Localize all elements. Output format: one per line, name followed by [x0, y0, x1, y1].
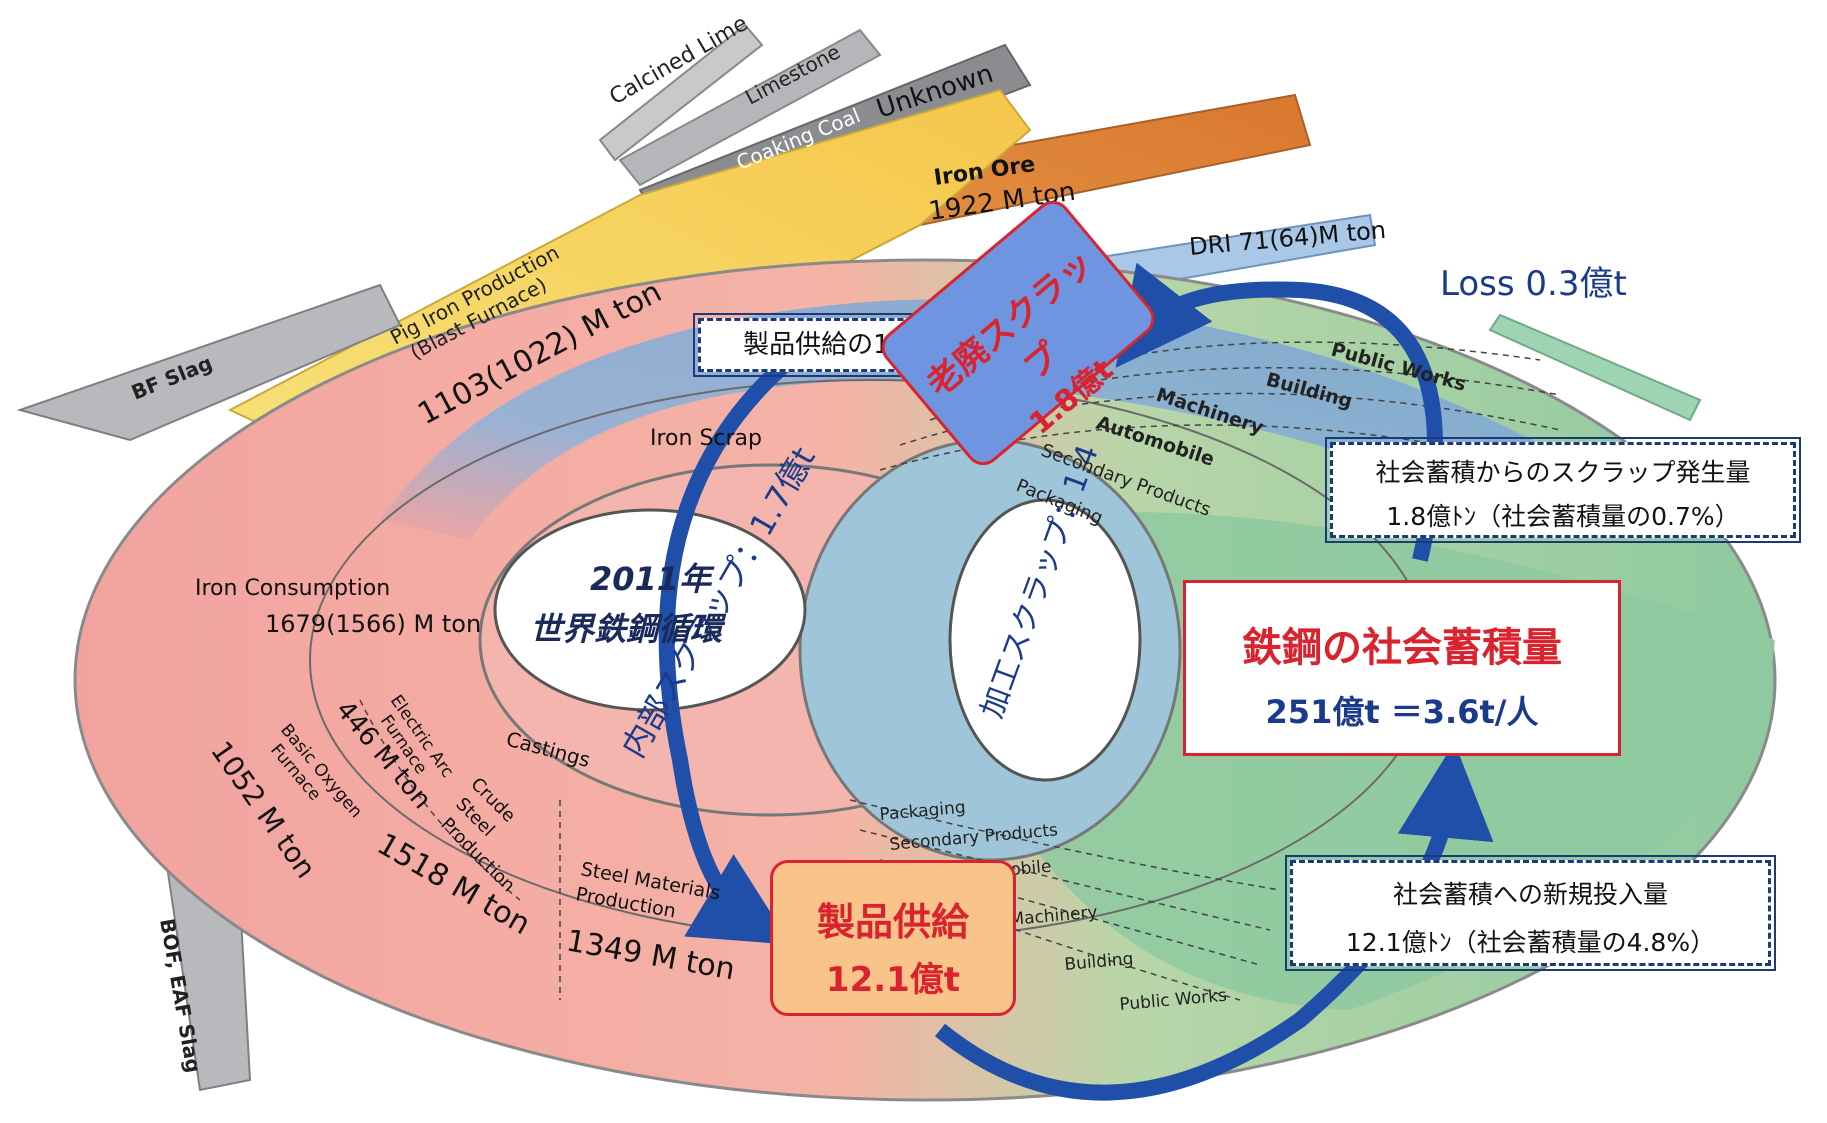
stock-box: 鉄鋼の社会蓄積量 251億t ＝3.6t/人: [1183, 580, 1621, 756]
stock-line2: 251億t ＝3.6t/人: [1265, 693, 1539, 731]
iron-consumption-label: Iron Consumption: [195, 576, 390, 601]
new-input-box: 社会蓄積への新規投入量 12.1億ﾄﾝ（社会蓄積量の4.8%）: [1285, 855, 1776, 971]
iron-consumption-value: 1679(1566) M ton: [265, 610, 481, 638]
internal-scrap-arrow: [658, 323, 835, 945]
product-supply-line2: 12.1億t: [825, 960, 961, 1000]
loss-band: [1488, 313, 1702, 422]
product-supply-line1: 製品供給: [816, 900, 969, 944]
scrap-generation-line2: 1.8億ﾄﾝ（社会蓄積量の0.7%）: [1386, 502, 1740, 531]
scrap-upper-region: [380, 299, 1640, 540]
bf-slag-band: [16, 283, 402, 442]
center-hole-2: [948, 498, 1142, 782]
scrap-generation-box: 社会蓄積からのスクラップ発生量 1.8億ﾄﾝ（社会蓄積量の0.7%）: [1325, 437, 1801, 543]
new-input-line2: 12.1億ﾄﾝ（社会蓄積量の4.8%）: [1345, 928, 1716, 957]
stock-line1: 鉄鋼の社会蓄積量: [1242, 625, 1562, 671]
new-input-line1: 社会蓄積への新規投入量: [1392, 880, 1668, 909]
scrap-generation-line1: 社会蓄積からのスクラップ発生量: [1375, 458, 1751, 487]
limestone-band: [618, 28, 882, 187]
calcined-lime-band: [598, 23, 764, 162]
center-hole: [493, 508, 807, 712]
product-supply-box: 製品供給 12.1億t: [770, 860, 1016, 1016]
title-year: 2011年: [590, 560, 715, 598]
loss-label: Loss 0.3億t: [1440, 264, 1627, 304]
iron-scrap-label: Iron Scrap: [650, 426, 762, 451]
title-name: 世界鉄鋼循環: [530, 610, 727, 648]
scrap-return-arrow: [1115, 262, 1443, 562]
